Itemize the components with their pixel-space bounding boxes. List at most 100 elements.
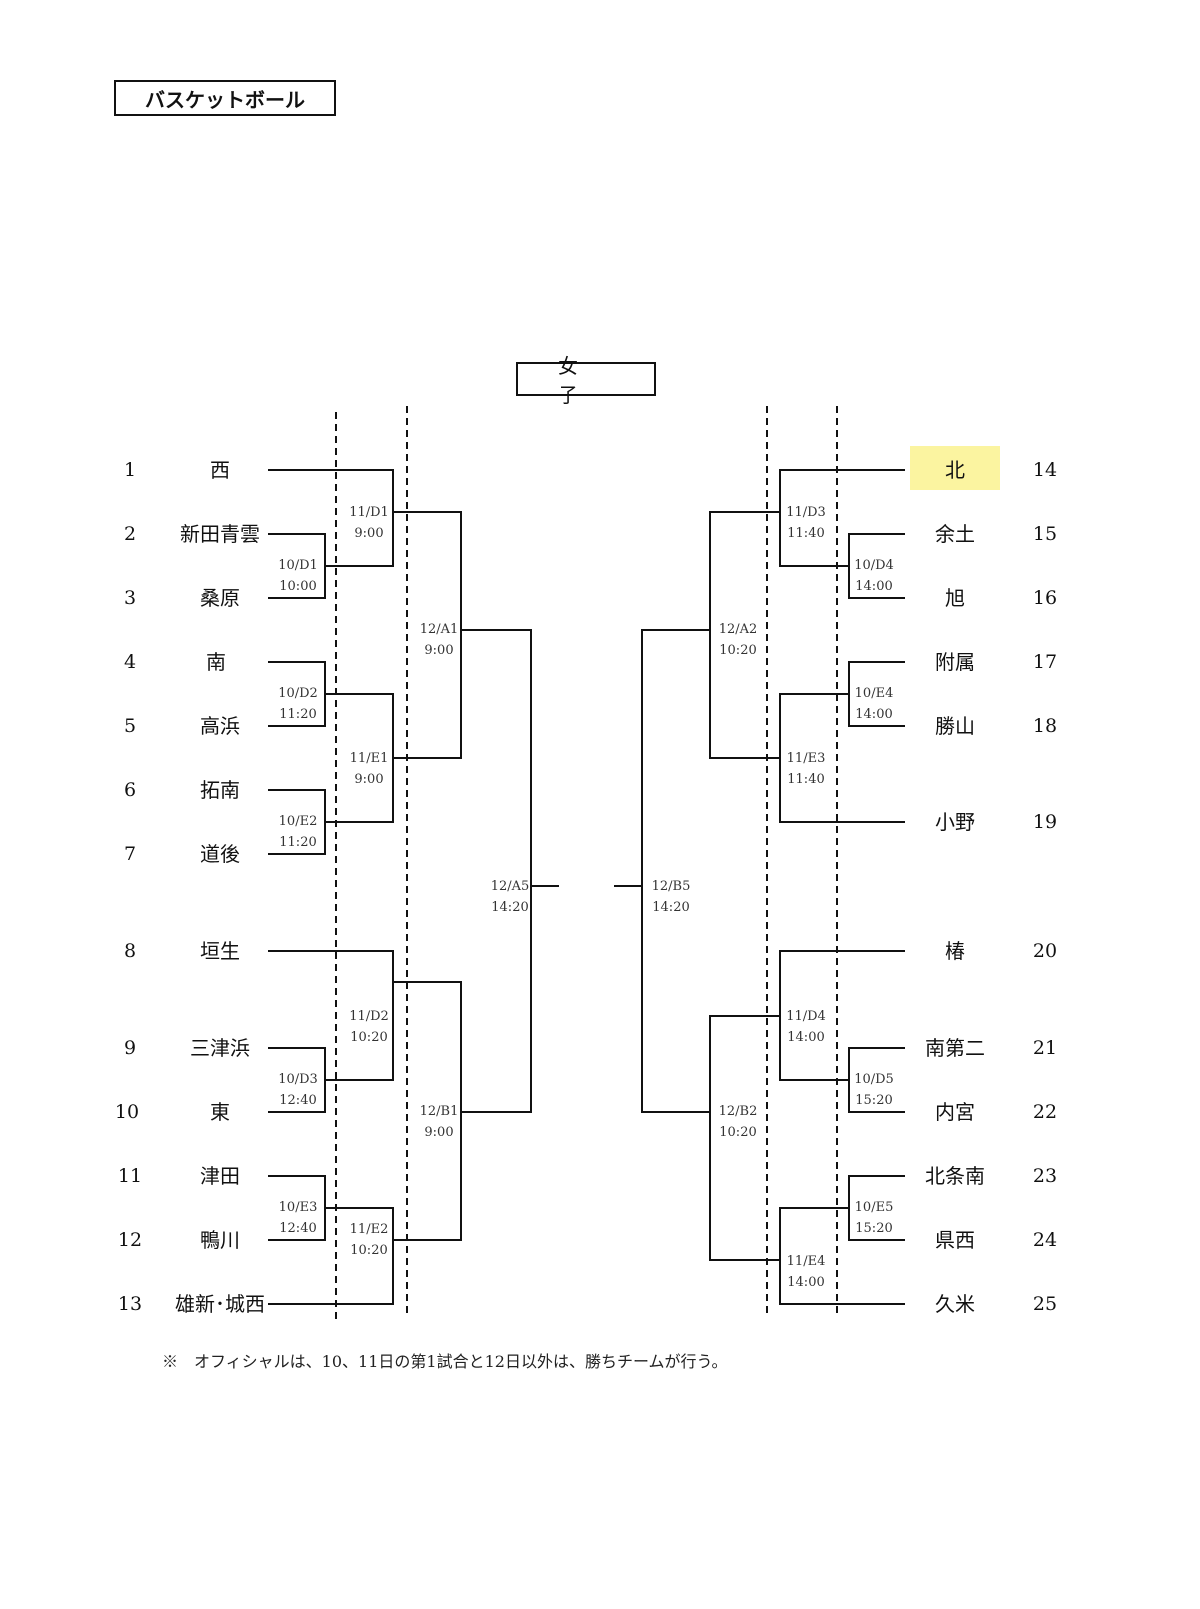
- match-time: 9:00: [354, 526, 384, 541]
- match-code: 10/D2: [278, 686, 318, 701]
- match-time: 14:20: [652, 900, 690, 915]
- line-a2: [709, 511, 780, 759]
- team-seed-19: 19: [1032, 811, 1058, 833]
- match-time: 14:00: [787, 1275, 825, 1290]
- match-code: 12/A5: [490, 879, 530, 894]
- match-code: 11/E4: [786, 1254, 826, 1269]
- team-seed-24: 24: [1032, 1229, 1058, 1251]
- match-code: 10/D3: [278, 1072, 318, 1087]
- match-code: 12/A2: [718, 622, 758, 637]
- match-time: 14:00: [855, 579, 893, 594]
- match-code: 10/E2: [278, 814, 318, 829]
- team-seed-5: 5: [123, 715, 137, 737]
- match-time: 9:00: [424, 1125, 454, 1140]
- line-e4: [779, 1207, 905, 1305]
- match-time: 11:40: [787, 526, 825, 541]
- match-code: 10/D4: [854, 558, 894, 573]
- page-title: バスケットボール: [114, 80, 336, 116]
- team-name-9: 三津浜: [190, 1036, 250, 1060]
- team-seed-16: 16: [1032, 587, 1058, 609]
- line-1-d1: [268, 469, 394, 567]
- team-name-14: 北: [945, 458, 965, 482]
- team-seed-14: 14: [1032, 459, 1058, 481]
- match-code: 12/A1: [419, 622, 459, 637]
- team-name-15: 余土: [935, 522, 975, 546]
- match-12-b1: 12/B1 9:00: [408, 1101, 470, 1143]
- team-seed-6: 6: [123, 779, 137, 801]
- match-10-d4: 10/D4 14:00: [843, 555, 905, 597]
- match-code: 11/D3: [786, 505, 826, 520]
- team-name-19: 小野: [935, 810, 975, 834]
- match-code: 12/B5: [651, 879, 691, 894]
- line-a1: [393, 511, 462, 759]
- team-name-8: 垣生: [200, 939, 240, 963]
- match-code: 10/E4: [854, 686, 894, 701]
- team-name-4: 南: [206, 650, 226, 674]
- team-seed-25: 25: [1032, 1293, 1058, 1315]
- match-11-d3: 11/D3 11:40: [775, 502, 837, 544]
- team-seed-12: 12: [117, 1229, 143, 1251]
- team-name-24: 県西: [935, 1228, 975, 1252]
- team-seed-22: 22: [1032, 1101, 1058, 1123]
- team-name-3: 桑原: [200, 586, 240, 610]
- team-name-12: 鴨川: [200, 1228, 240, 1252]
- match-code: 10/D1: [278, 558, 318, 573]
- match-code: 11/E3: [786, 751, 826, 766]
- footnote: ※ オフィシャルは、10、11日の第1試合と12日以外は、勝ちチームが行う。: [162, 1352, 728, 1371]
- team-seed-17: 17: [1032, 651, 1058, 673]
- team-name-10: 東: [210, 1100, 230, 1124]
- match-code: 11/D4: [786, 1009, 826, 1024]
- match-12-a5: 12/A5 14:20: [479, 876, 541, 918]
- match-10-d3: 10/D3 12:40: [267, 1069, 329, 1111]
- team-highlight: [910, 446, 1000, 490]
- match-code: 11/D2: [349, 1009, 389, 1024]
- team-name-20: 椿: [945, 939, 965, 963]
- match-code: 12/B1: [419, 1104, 459, 1119]
- match-12-b5: 12/B5 14:20: [640, 876, 702, 918]
- team-name-7: 道後: [200, 842, 240, 866]
- match-time: 10:20: [350, 1243, 388, 1258]
- line-e3: [779, 693, 905, 823]
- team-name-16: 旭: [945, 586, 965, 610]
- team-name-21: 南第二: [925, 1036, 985, 1060]
- match-10-d2: 10/D2 11:20: [267, 683, 329, 725]
- team-seed-9: 9: [123, 1037, 137, 1059]
- team-seed-20: 20: [1032, 940, 1058, 962]
- line-a5: [461, 629, 532, 1113]
- match-time: 15:20: [855, 1221, 893, 1236]
- team-name-25: 久米: [935, 1292, 975, 1316]
- line-b2: [709, 1015, 780, 1261]
- match-11-e4: 11/E4 14:00: [775, 1251, 837, 1293]
- team-name-18: 勝山: [935, 714, 975, 738]
- match-time: 9:00: [354, 772, 384, 787]
- match-time: 11:20: [279, 707, 317, 722]
- team-name-22: 内宮: [935, 1100, 975, 1124]
- match-time: 12:40: [279, 1093, 317, 1108]
- team-seed-3: 3: [123, 587, 137, 609]
- team-name-17: 附属: [935, 650, 975, 674]
- team-seed-8: 8: [123, 940, 137, 962]
- team-seed-15: 15: [1032, 523, 1058, 545]
- match-code: 10/D5: [854, 1072, 894, 1087]
- match-time: 14:00: [855, 707, 893, 722]
- match-time: 12:40: [279, 1221, 317, 1236]
- line-e2: [268, 1207, 394, 1305]
- match-code: 11/E1: [349, 751, 389, 766]
- team-name-11: 津田: [200, 1164, 240, 1188]
- team-name-23: 北条南: [925, 1164, 985, 1188]
- line-d2: [268, 950, 394, 1081]
- team-seed-21: 21: [1032, 1037, 1058, 1059]
- match-time: 14:20: [491, 900, 529, 915]
- match-time: 10:20: [719, 1125, 757, 1140]
